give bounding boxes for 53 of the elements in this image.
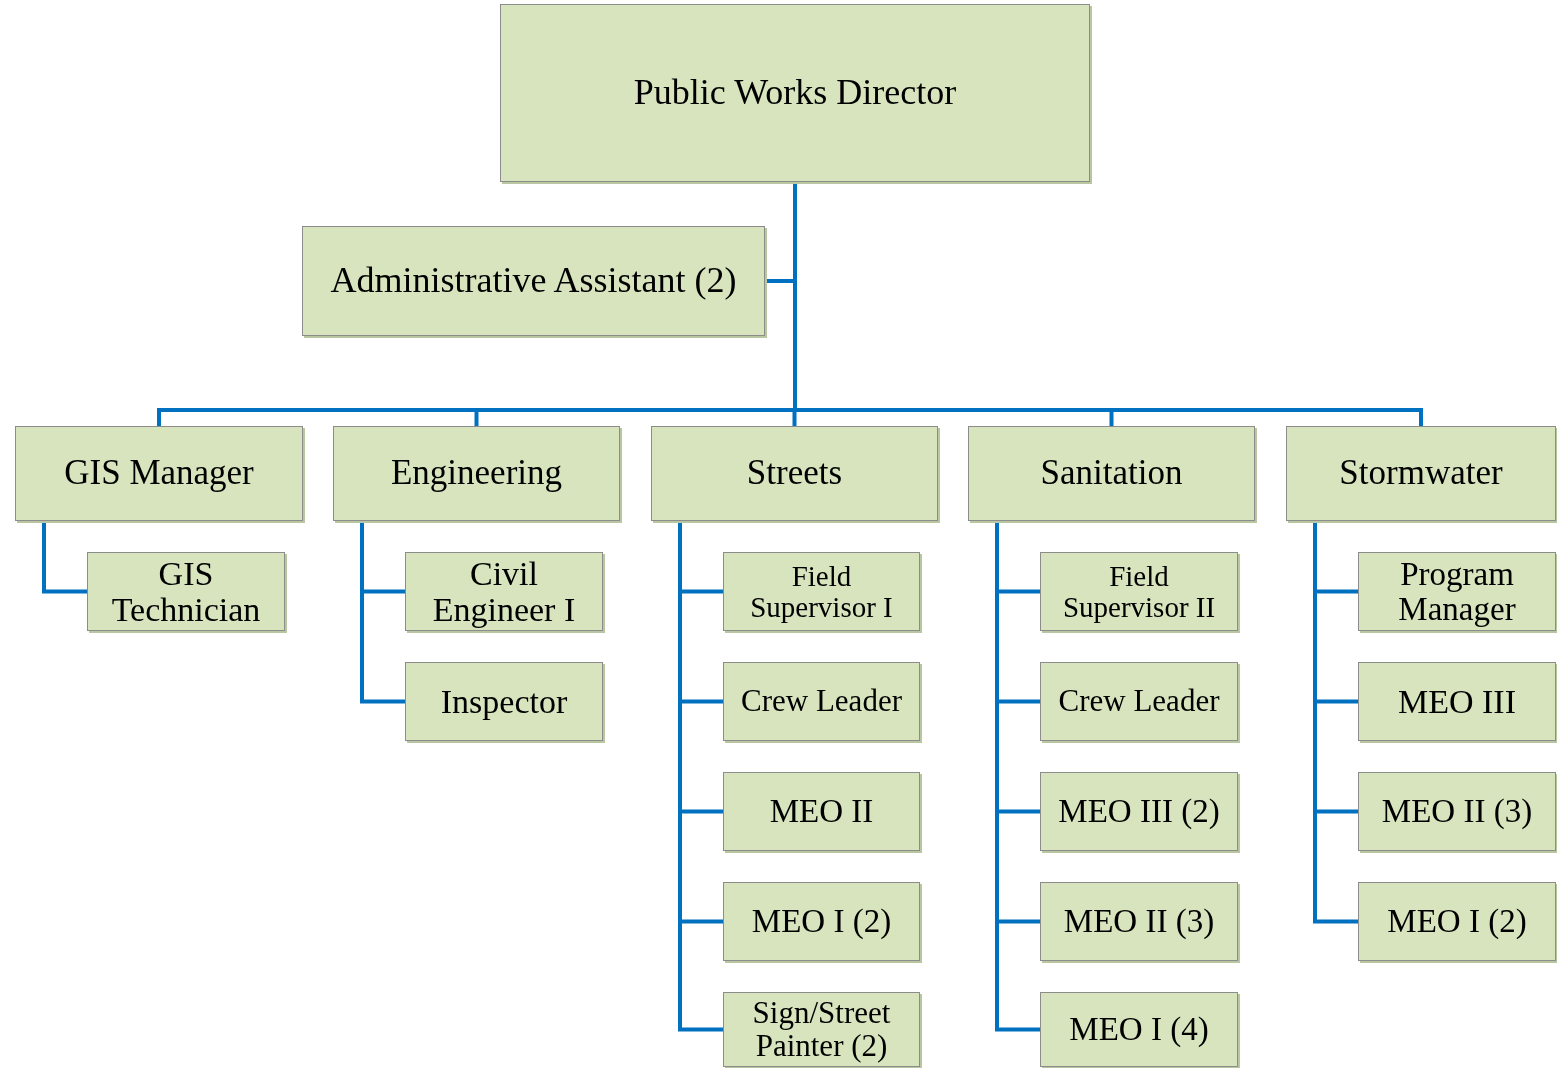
position-box	[968, 426, 1255, 521]
job-title: Public Works Director	[633, 74, 957, 112]
position-box	[500, 4, 1090, 182]
connector-line	[42, 521, 87, 594]
job-title: MEO III (2)	[1058, 794, 1220, 829]
job-title: Crew Leader	[1058, 685, 1220, 718]
position-box	[15, 426, 303, 521]
position-box	[405, 662, 603, 741]
job-title: Stormwater	[1339, 455, 1503, 492]
connector-line	[678, 521, 723, 1032]
job-title: Field Supervisor II	[1061, 561, 1217, 622]
position-box	[1040, 662, 1238, 741]
job-title: Sign/Street Painter (2)	[751, 996, 892, 1063]
job-title: Crew Leader	[741, 685, 902, 718]
position-box	[333, 426, 620, 521]
job-title: Program Manager	[1397, 556, 1517, 627]
position-box	[723, 772, 920, 851]
position-box	[405, 552, 603, 631]
job-title: Inspector	[440, 683, 568, 720]
position-box	[723, 992, 920, 1067]
job-title: MEO II (3)	[1381, 794, 1533, 829]
job-title: Administrative Assistant (2)	[330, 262, 737, 300]
job-title: MEO I (2)	[1387, 904, 1527, 939]
connector-line	[995, 521, 1040, 1032]
position-box	[1040, 992, 1238, 1067]
job-title: Streets	[746, 455, 843, 492]
position-box	[723, 662, 920, 741]
job-title: Field Supervisor I	[749, 561, 894, 622]
connector-line	[1313, 521, 1358, 924]
position-box	[1358, 552, 1556, 631]
job-title: Engineering	[390, 455, 563, 492]
position-box	[1040, 552, 1238, 631]
position-box	[302, 226, 765, 336]
job-title: GIS Technician	[110, 555, 262, 628]
position-box	[723, 882, 920, 961]
job-title: MEO II (3)	[1063, 904, 1215, 939]
job-title: GIS Manager	[64, 455, 254, 492]
job-title: Civil Engineer I	[431, 555, 577, 628]
position-box	[1358, 772, 1556, 851]
position-box	[1358, 662, 1556, 741]
position-box	[1040, 882, 1238, 961]
job-title: MEO II	[769, 794, 874, 829]
position-box	[87, 552, 285, 631]
position-box	[651, 426, 938, 521]
position-box	[1358, 882, 1556, 961]
job-title: MEO III	[1398, 683, 1516, 720]
position-box	[1286, 426, 1556, 521]
connector-line	[360, 521, 405, 704]
job-title: MEO I (4)	[1069, 1012, 1209, 1047]
job-title: MEO I (2)	[751, 904, 892, 939]
job-title: Sanitation	[1040, 455, 1183, 492]
position-box	[1040, 772, 1238, 851]
position-box	[723, 552, 920, 631]
